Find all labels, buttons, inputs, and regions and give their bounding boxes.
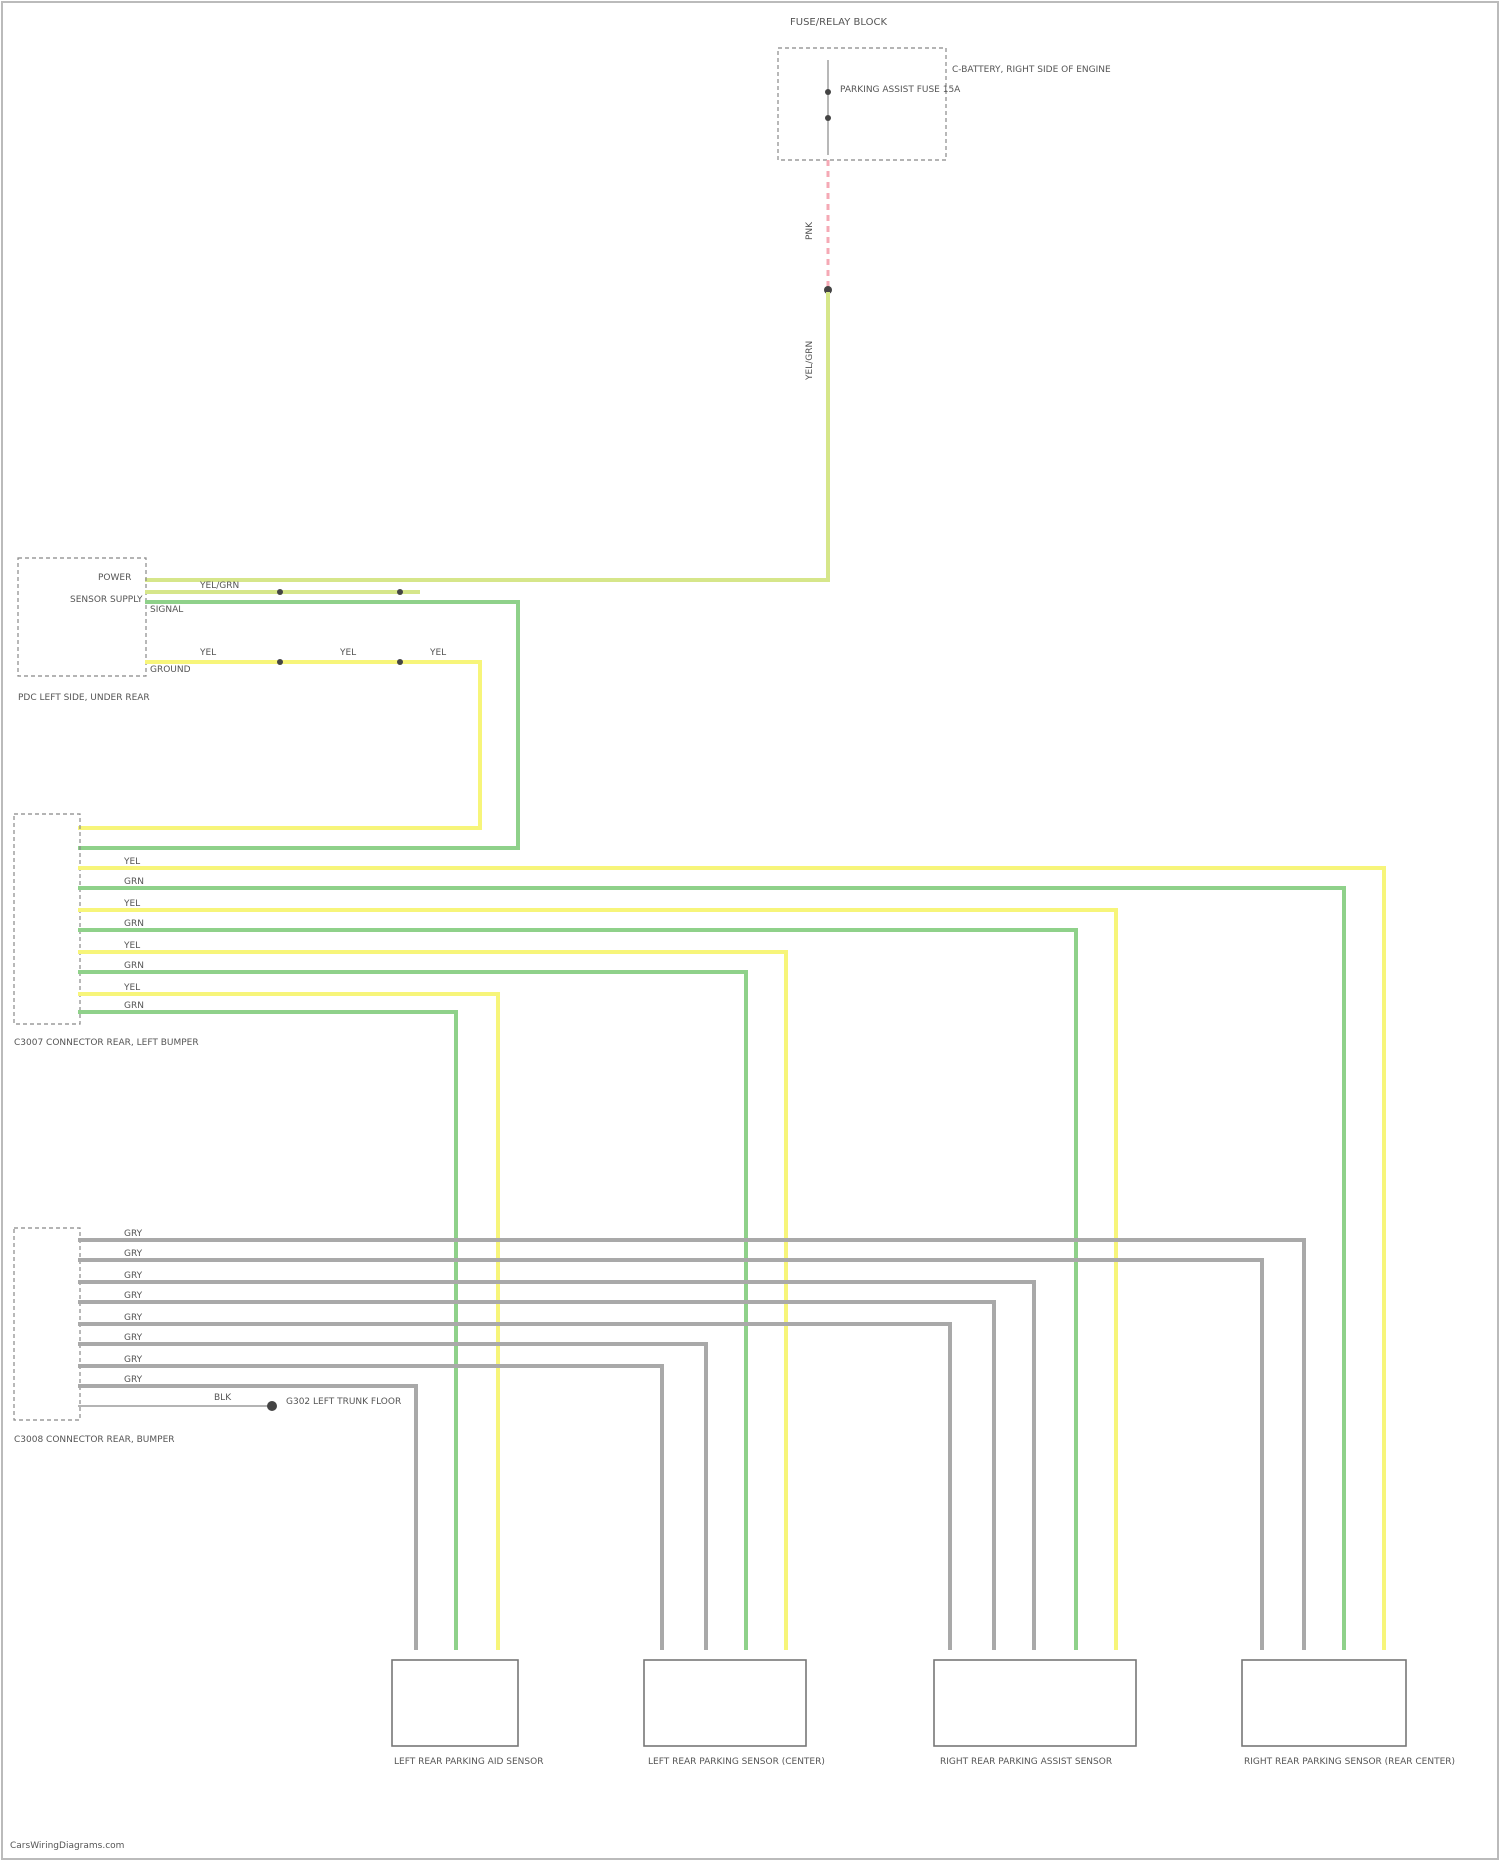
wire-green-pdc xyxy=(78,602,518,848)
wire-code-label: GRN xyxy=(124,961,144,971)
wire-gray xyxy=(78,1344,706,1650)
wire-code-label: GRY xyxy=(124,1313,143,1323)
pdc-pin-ground: GROUND xyxy=(150,665,191,675)
wire-code-label: YEL xyxy=(123,983,140,993)
connector-b-box xyxy=(14,1228,80,1420)
wire-gray xyxy=(78,1282,1034,1650)
fuse-block: FUSE/RELAY BLOCK PARKING ASSIST FUSE 15A… xyxy=(778,17,1111,160)
wire-code-label: GRY xyxy=(124,1229,143,1239)
sensor-1: LEFT REAR PARKING AID SENSOR xyxy=(392,1660,543,1767)
wire-code-label: GRY xyxy=(124,1375,143,1385)
sensor-1-box xyxy=(392,1660,518,1746)
wire-code-label: GRY xyxy=(124,1333,143,1343)
ground-title: G302 LEFT TRUNK FLOOR xyxy=(286,1397,401,1407)
wire-green-s4 xyxy=(78,888,1344,1650)
sensor-3: RIGHT REAR PARKING ASSIST SENSOR xyxy=(934,1660,1136,1767)
sensor-3-box xyxy=(934,1660,1136,1746)
wire-code-label: YEL xyxy=(339,648,356,658)
splice-node xyxy=(397,659,403,665)
wire-code-label: GRN xyxy=(124,1001,144,1011)
fuse-node xyxy=(825,89,831,95)
wire-yellow-pdc xyxy=(78,662,480,828)
pdc-pin-power: POWER xyxy=(98,573,131,583)
wire-green-s1 xyxy=(78,1012,456,1650)
fuse-node xyxy=(825,115,831,121)
sensor-2-title: LEFT REAR PARKING SENSOR (CENTER) xyxy=(648,1757,825,1767)
wire-gray xyxy=(78,1386,416,1650)
wire-code-label: GRY xyxy=(124,1249,143,1259)
wire-code-yel-grn: YEL/GRN xyxy=(805,341,815,381)
sensor-4: RIGHT REAR PARKING SENSOR (REAR CENTER) xyxy=(1242,1660,1455,1767)
splice-node xyxy=(397,589,403,595)
pdc-pin-signal: SIGNAL xyxy=(150,605,183,615)
fuse-label: PARKING ASSIST FUSE 15A xyxy=(840,85,961,95)
connector-b-title: C3008 CONNECTOR REAR, BUMPER xyxy=(14,1435,175,1445)
splice-node xyxy=(277,589,283,595)
ground-node xyxy=(267,1401,277,1411)
sensor-4-box xyxy=(1242,1660,1406,1746)
wire-code-label: BLK xyxy=(214,1393,232,1403)
sensor-1-title: LEFT REAR PARKING AID SENSOR xyxy=(394,1757,543,1767)
wire-code-label: YEL/GRN xyxy=(199,581,239,591)
wire-code-label: YEL xyxy=(123,899,140,909)
fuse-block-title: FUSE/RELAY BLOCK xyxy=(790,17,887,28)
wire-green-s3 xyxy=(78,930,1076,1650)
connector-a-box xyxy=(14,814,80,1024)
watermark: CarsWiringDiagrams.com xyxy=(10,1841,124,1851)
splice-node xyxy=(277,659,283,665)
wire-code-label: GRY xyxy=(124,1355,143,1365)
wire-gray xyxy=(78,1302,994,1650)
fuse-block-note: C-BATTERY, RIGHT SIDE OF ENGINE xyxy=(952,65,1111,75)
fuse-block-box xyxy=(778,48,946,160)
sensor-2-box xyxy=(644,1660,806,1746)
pdc-pin-supply: SENSOR SUPPLY xyxy=(70,595,143,605)
sensor-4-title: RIGHT REAR PARKING SENSOR (REAR CENTER) xyxy=(1244,1757,1455,1767)
wire-code-label: YEL xyxy=(123,941,140,951)
sensor-2: LEFT REAR PARKING SENSOR (CENTER) xyxy=(644,1660,825,1767)
wire-code-label: YEL xyxy=(123,857,140,867)
wire-green-s2 xyxy=(78,972,746,1650)
wire-yel-grn-feed xyxy=(145,292,828,580)
pdc-module-title: PDC LEFT SIDE, UNDER REAR xyxy=(18,693,150,703)
wire-code-pink: PNK xyxy=(805,221,815,240)
wire-code-label: GRN xyxy=(124,919,144,929)
wire-gray xyxy=(78,1366,662,1650)
wire-gray xyxy=(78,1324,950,1650)
wire-code-label: GRN xyxy=(124,877,144,887)
wire-code-label: YEL xyxy=(429,648,446,658)
sensor-3-title: RIGHT REAR PARKING ASSIST SENSOR xyxy=(940,1757,1112,1767)
wire-code-label: GRY xyxy=(124,1291,143,1301)
wire-gray xyxy=(78,1260,1262,1650)
connector-a-title: C3007 CONNECTOR REAR, LEFT BUMPER xyxy=(14,1038,199,1048)
wire-code-label: YEL xyxy=(199,648,216,658)
wire-code-label: GRY xyxy=(124,1271,143,1281)
